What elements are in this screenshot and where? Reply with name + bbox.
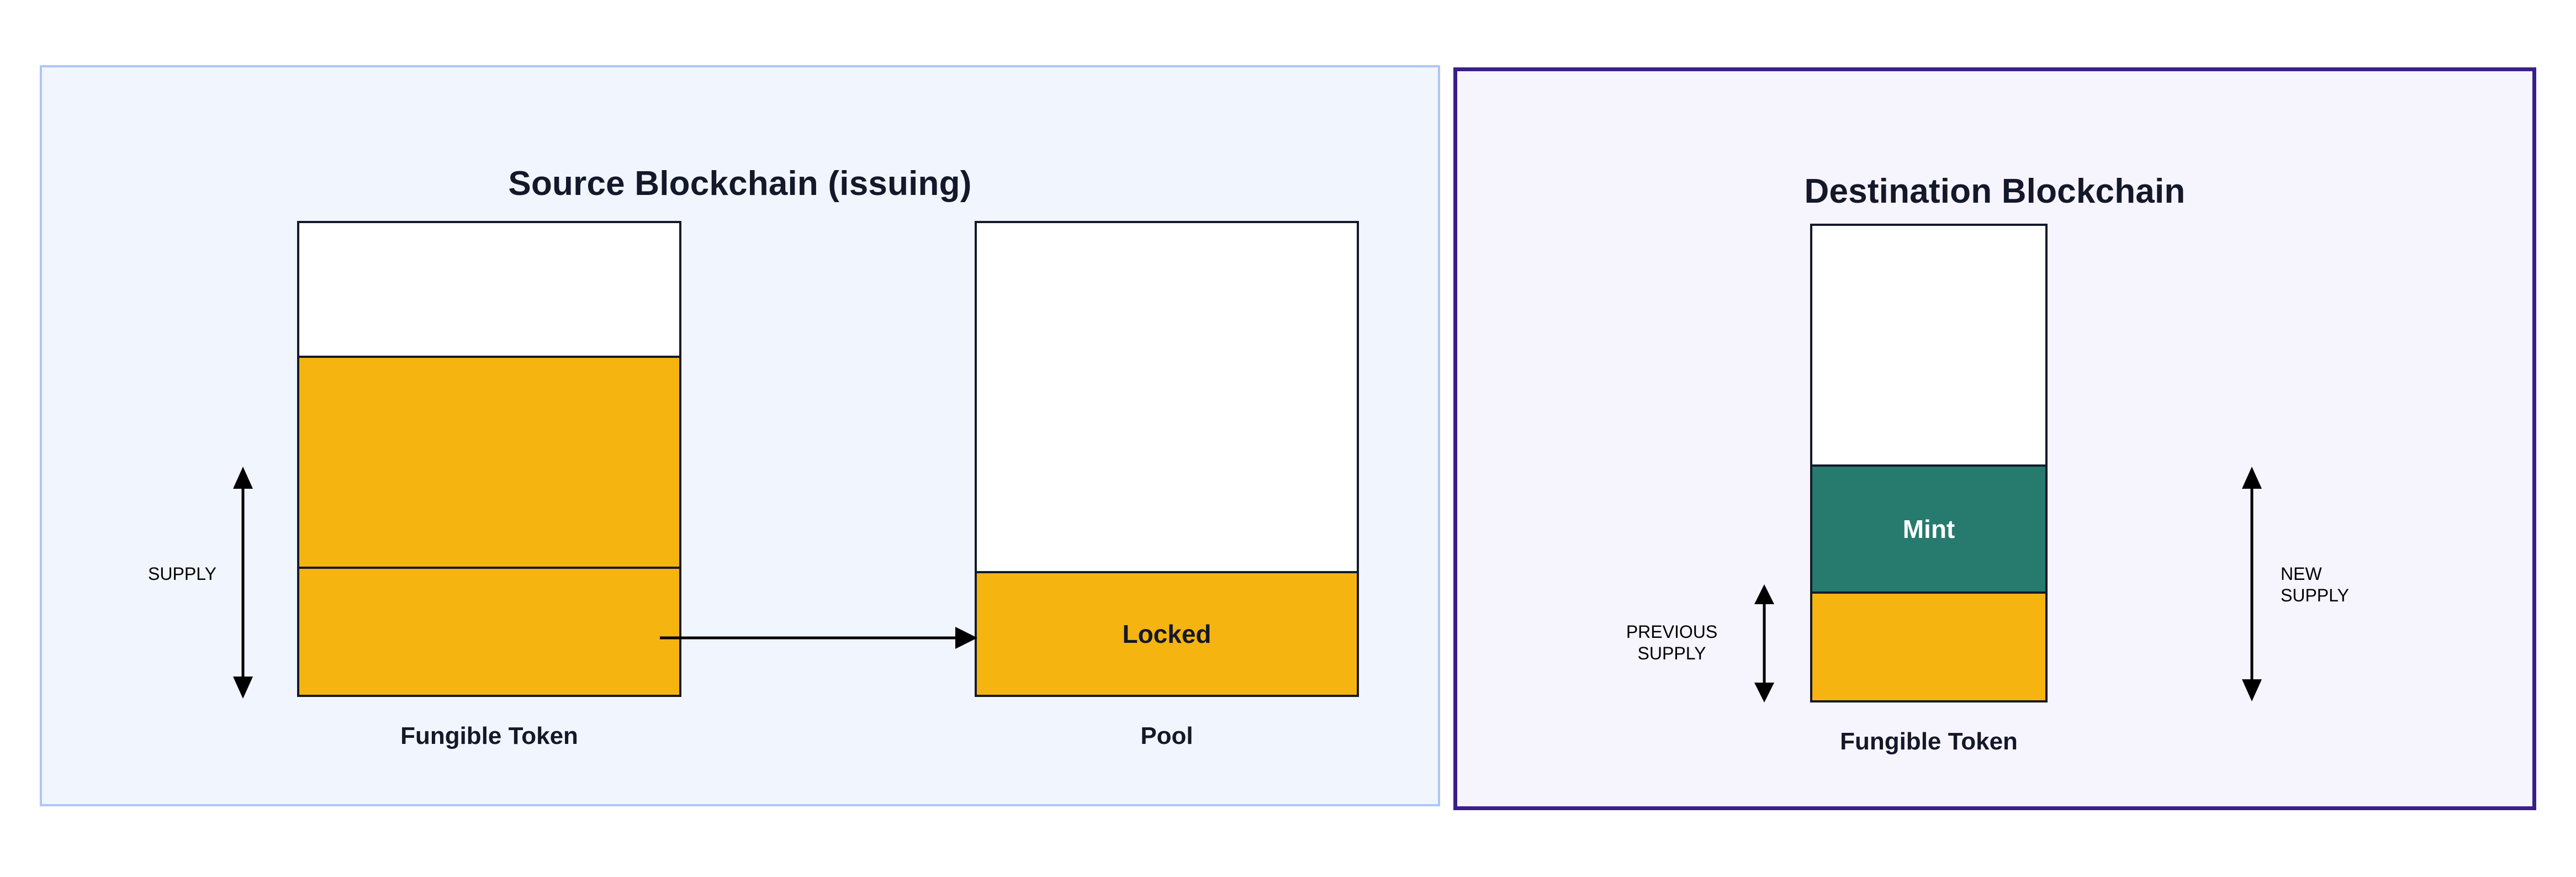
source-panel-title: Source Blockchain (issuing): [508, 165, 972, 203]
new-supply-measure-label: NEW SUPPLY: [2281, 564, 2349, 606]
destination-fungible-token-bar: Mint: [1810, 224, 2048, 702]
pool-segment-locked-label: Locked: [1122, 620, 1212, 648]
double-arrow-vertical-icon: [1754, 584, 1774, 702]
previous-supply-measure-arrow: [1753, 584, 1775, 705]
pool-bar: Locked: [975, 221, 1359, 697]
new-supply-measure-arrow: [2241, 467, 2263, 704]
arrow-right-icon: [660, 627, 977, 649]
source-fungible-token-caption: Fungible Token: [400, 722, 578, 749]
pool-caption: Pool: [1140, 722, 1193, 749]
pool-segment-locked: Locked: [977, 571, 1357, 695]
previous-supply-measure-label: PREVIOUS SUPPLY: [1626, 622, 1718, 664]
destination-token-segment-empty: [1812, 226, 2045, 464]
pool-segment-empty: [977, 223, 1357, 571]
destination-panel-title: Destination Blockchain: [1804, 172, 2186, 210]
double-arrow-vertical-icon: [2242, 467, 2262, 701]
source-token-segment-supply-upper: [299, 356, 679, 567]
supply-measure-label: SUPPLY: [148, 564, 216, 584]
destination-token-segment-mint: Mint: [1812, 464, 2045, 591]
source-token-segment-supply-lower: [299, 567, 679, 695]
destination-token-segment-mint-label: Mint: [1902, 515, 1955, 543]
source-token-segment-empty: [299, 223, 679, 356]
destination-token-segment-previous-supply: [1812, 591, 2045, 700]
double-arrow-vertical-icon: [233, 467, 253, 699]
destination-fungible-token-caption: Fungible Token: [1840, 728, 2018, 755]
source-fungible-token-bar: [297, 221, 681, 697]
supply-measure-arrow: [232, 467, 254, 701]
transfer-arrow: [660, 624, 980, 654]
